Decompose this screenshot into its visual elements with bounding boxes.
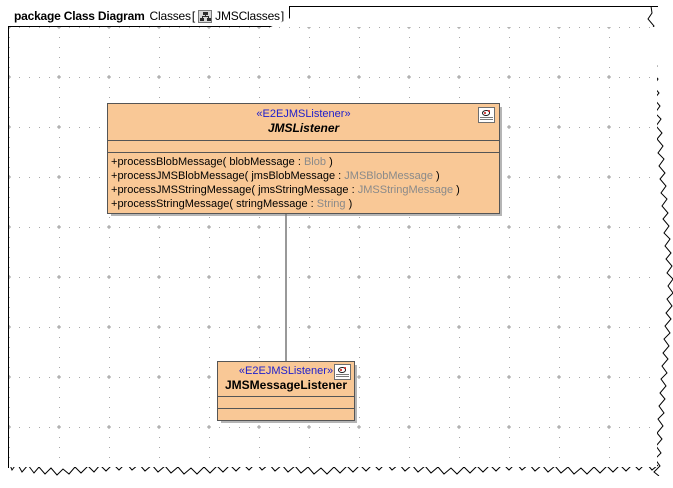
package-keyword: package Class Diagram [14, 9, 145, 23]
operation-param: jmsStringMessage [258, 184, 349, 196]
badge-shape [338, 367, 346, 373]
package-qualified-name: JMSClasses [215, 9, 280, 23]
param-type: JMSBlobMessage [344, 170, 433, 182]
class-box-jmsmessagelistener[interactable]: «E2EJMSListener» JMSMessageListener [217, 361, 355, 421]
compartment-divider [108, 152, 499, 153]
stereotype-badge-icon [478, 107, 495, 123]
compartment-divider [218, 396, 354, 397]
icon-connector [202, 15, 204, 18]
badge-stripe [480, 117, 493, 118]
param-colon: : [338, 170, 342, 182]
package-name: Classes [149, 9, 191, 23]
diagram-canvas[interactable]: «E2EJMSListener» JMSListener +processBlo… [9, 27, 657, 467]
class-box-jmslistener[interactable]: «E2EJMSListener» JMSListener +processBlo… [107, 103, 500, 214]
operation-visibility: + [111, 156, 118, 168]
param-colon: : [310, 198, 314, 210]
compartment-divider [218, 408, 354, 409]
badge-dot [340, 369, 342, 371]
operation-param: blobMessage [229, 156, 295, 168]
class-header-jmslistener: «E2EJMSListener» JMSListener [108, 104, 499, 140]
class-name: JMSMessageListener [224, 378, 348, 392]
operation-name: processBlobMessage [117, 156, 223, 168]
operation-visibility: + [111, 170, 118, 182]
paren-open: ( [229, 198, 233, 210]
badge-dot [344, 367, 346, 369]
bracket-close: ] [280, 9, 285, 23]
operation-name: processStringMessage [117, 198, 230, 210]
attributes-compartment [108, 141, 499, 152]
icon-connector [202, 15, 210, 17]
package-frame: «E2EJMSListener» JMSListener +processBlo… [8, 6, 673, 476]
attributes-compartment [218, 397, 354, 408]
badge-dot [484, 112, 486, 114]
paren-close: ) [348, 198, 353, 210]
operation-name: processJMSBlobMessage [117, 170, 245, 182]
paren-close: ) [436, 170, 440, 182]
operation-param: stringMessage [236, 198, 308, 210]
operations-compartment [218, 409, 354, 420]
paren-open: ( [251, 184, 255, 196]
icon-node [200, 17, 205, 21]
frame-top-border [8, 6, 658, 7]
badge-stripe [480, 119, 493, 120]
param-colon: : [297, 156, 301, 168]
paren-open: ( [222, 156, 227, 168]
class-stereotype: «E2EJMSListener» [256, 108, 351, 120]
param-type: Blob [303, 156, 326, 168]
badge-dot [488, 110, 490, 112]
bracket-open: [ [191, 9, 196, 23]
param-type: JMSStringMessage [357, 184, 454, 196]
param-colon: : [351, 184, 355, 196]
operation-row[interactable]: +processJMSBlobMessage( jmsBlobMessage :… [111, 169, 499, 183]
operation-visibility: + [111, 198, 118, 210]
class-diagram-icon [198, 9, 213, 23]
operation-row[interactable]: +processBlobMessage( blobMessage : Blob … [111, 155, 499, 169]
param-type: String [316, 198, 346, 210]
compartment-divider [108, 140, 499, 141]
stereotype-badge-icon [334, 364, 351, 380]
icon-connector [208, 15, 210, 18]
operation-visibility: + [111, 184, 118, 196]
class-header-jmsmessagelistener: «E2EJMSListener» JMSMessageListener [218, 362, 354, 396]
badge-shape [482, 110, 490, 116]
class-name: JMSListener [267, 121, 340, 135]
paren-open: ( [244, 170, 249, 182]
package-header-tab[interactable]: package Class Diagram Classes [ JMSClass… [8, 6, 291, 27]
frame-left-border [8, 6, 9, 468]
icon-node [203, 11, 209, 15]
class-stereotype: «E2EJMSListener» [238, 365, 334, 377]
operation-row[interactable]: +processStringMessage( stringMessage : S… [111, 197, 499, 211]
operations-compartment: +processBlobMessage( blobMessage : Blob … [108, 153, 499, 213]
icon-node [207, 17, 212, 21]
paren-close: ) [329, 156, 333, 168]
operation-param: jmsBlobMessage [251, 170, 336, 182]
badge-stripe [336, 374, 349, 375]
paren-close: ) [456, 184, 460, 196]
operation-name: processJMSStringMessage [117, 184, 252, 196]
badge-stripe [336, 376, 349, 377]
operation-row[interactable]: +processJMSStringMessage( jmsStringMessa… [111, 183, 499, 197]
